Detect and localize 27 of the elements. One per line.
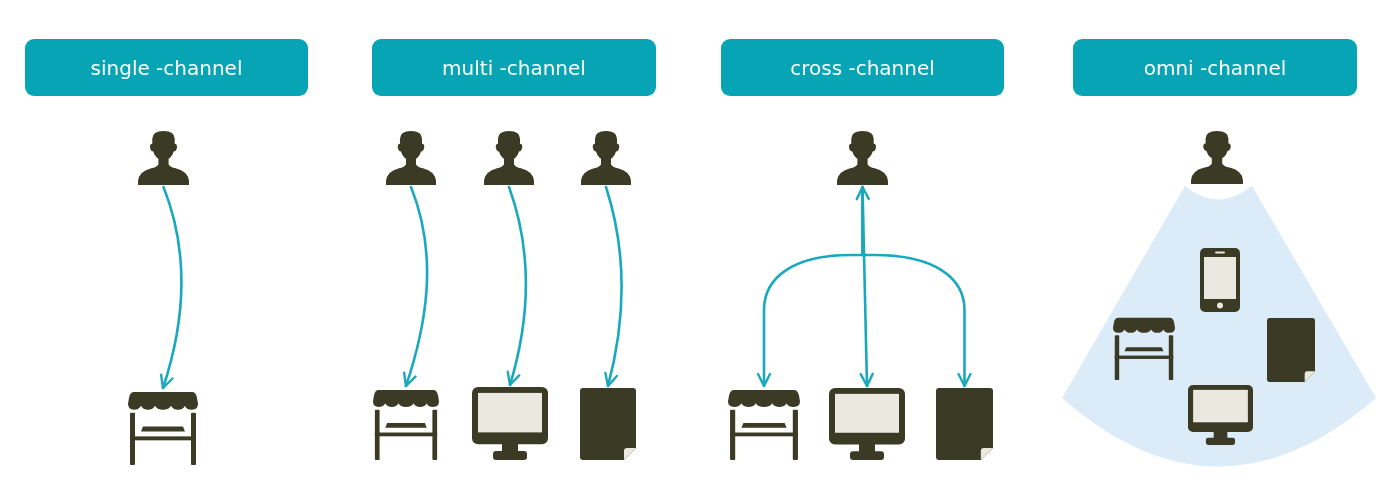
document-icon: [1267, 318, 1315, 382]
heading-banner: cross -channel: [721, 39, 1004, 96]
curved-arrow: [603, 185, 623, 388]
heading-banner: omni -channel: [1073, 39, 1357, 96]
market-stall-icon: [373, 388, 439, 460]
double-headed-arrow: [855, 185, 874, 388]
document-icon: [580, 388, 636, 460]
person-icon: [580, 130, 632, 185]
monitor-icon: [1188, 385, 1253, 445]
market-stall-icon: [1113, 316, 1175, 380]
curved-arrow: [506, 185, 527, 387]
smartphone-icon: [1200, 248, 1240, 312]
person-icon: [836, 130, 889, 185]
person-icon: [385, 130, 437, 185]
document-icon: [936, 388, 993, 460]
market-stall-icon: [128, 390, 198, 465]
monitor-icon: [829, 388, 905, 460]
person-icon: [1190, 130, 1244, 184]
heading-banner: multi -channel: [372, 39, 656, 96]
curved-arrow: [159, 185, 183, 390]
monitor-icon: [472, 387, 548, 460]
branching-arrow: [861, 185, 972, 388]
curved-arrow: [402, 185, 429, 388]
market-stall-icon: [728, 388, 800, 460]
heading-banner: single -channel: [25, 39, 308, 96]
person-icon: [483, 130, 535, 185]
person-icon: [137, 130, 190, 185]
